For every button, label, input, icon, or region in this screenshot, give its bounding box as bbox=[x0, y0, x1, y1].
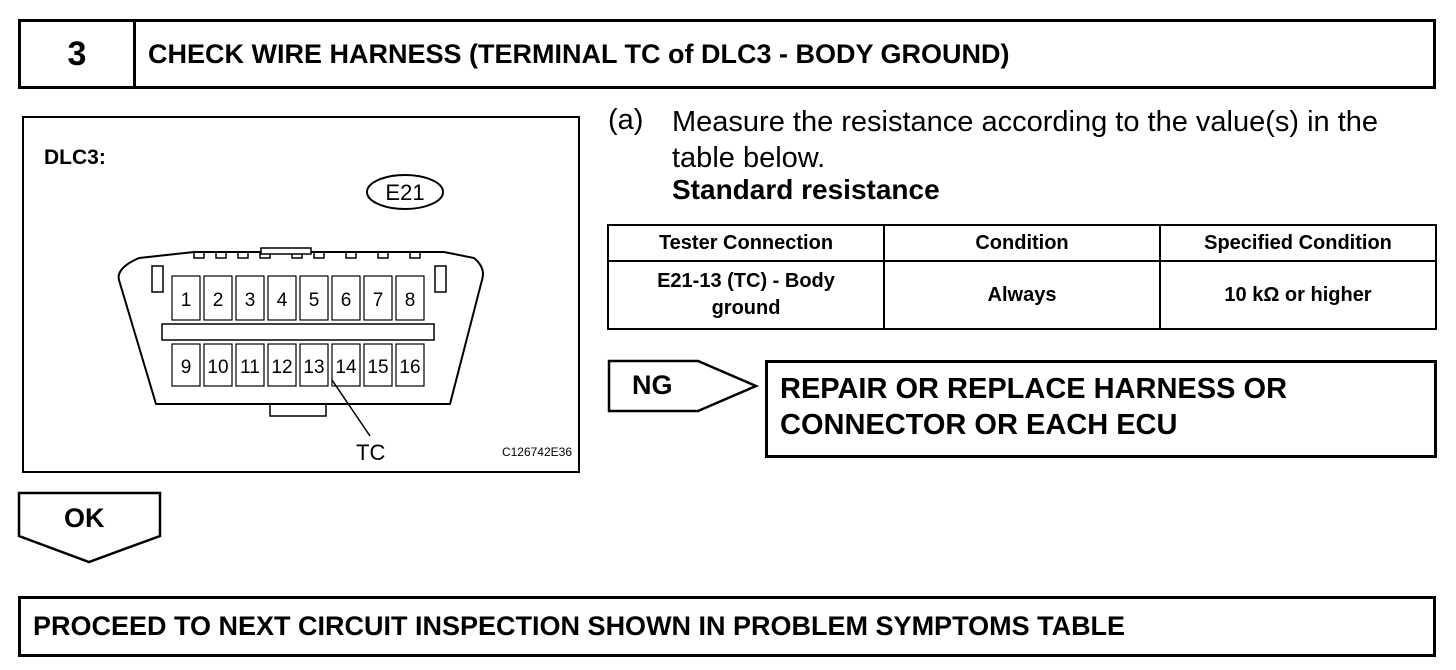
ng-result-line1: REPAIR OR REPLACE HARNESS OR bbox=[780, 373, 1288, 405]
top-pin-label: 3 bbox=[245, 290, 256, 311]
step-header: 3 CHECK WIRE HARNESS (TERMINAL TC of DLC… bbox=[18, 19, 1436, 89]
pin-cell bbox=[267, 275, 297, 321]
step-number: 3 bbox=[21, 22, 136, 86]
bottom-pin-label: 12 bbox=[271, 357, 292, 378]
table-header-row: Tester Connection Condition Specified Co… bbox=[607, 224, 1437, 262]
ng-label: NG bbox=[632, 370, 673, 400]
resistance-table: Tester Connection Condition Specified Co… bbox=[607, 224, 1437, 330]
pin-cell bbox=[331, 275, 361, 321]
connector-code: E21 bbox=[385, 180, 424, 205]
connector-outline bbox=[117, 251, 484, 405]
top-pin-label: 7 bbox=[373, 290, 384, 311]
figure-id: C126742E36 bbox=[502, 445, 572, 459]
step-title: CHECK WIRE HARNESS (TERMINAL TC of DLC3 … bbox=[148, 38, 1010, 69]
ng-arrow bbox=[607, 359, 760, 413]
cell-connection-line1: E21-13 (TC) - Body bbox=[657, 270, 835, 292]
header-tester-connection: Tester Connection bbox=[607, 224, 885, 262]
bottom-pin-label: 16 bbox=[399, 357, 420, 378]
ng-result-line2: CONNECTOR OR EACH ECU bbox=[780, 409, 1178, 441]
connector-code-oval bbox=[366, 174, 444, 210]
bottom-pin-label: 14 bbox=[335, 357, 357, 378]
pin-cell bbox=[395, 343, 425, 387]
header-specified-condition: Specified Condition bbox=[1159, 224, 1437, 262]
bottom-pin-label: 9 bbox=[181, 357, 192, 378]
pin-cell bbox=[203, 343, 233, 387]
bottom-pin-label: 13 bbox=[303, 357, 324, 378]
ng-result-box: REPAIR OR REPLACE HARNESS OR CONNECTOR O… bbox=[765, 360, 1437, 458]
pin-cell bbox=[235, 343, 265, 387]
tc-label: TC bbox=[356, 440, 385, 465]
bottom-clip bbox=[269, 403, 327, 417]
top-pin-label: 1 bbox=[181, 290, 192, 311]
header-condition: Condition bbox=[883, 224, 1161, 262]
tc-pointer-line bbox=[331, 379, 371, 437]
pin-cell bbox=[331, 343, 361, 387]
left-latch bbox=[151, 265, 164, 293]
connector-name: DLC3: bbox=[44, 146, 106, 169]
right-latch bbox=[434, 265, 447, 293]
bottom-pin-label: 10 bbox=[207, 357, 228, 378]
instruction-text: Measure the resistance according to the … bbox=[672, 106, 1379, 174]
connector-top-ridge bbox=[193, 252, 421, 259]
cell-condition: Always bbox=[883, 260, 1161, 330]
pin-row-separator bbox=[161, 323, 435, 341]
top-pin-label: 2 bbox=[213, 290, 224, 311]
pin-cell bbox=[171, 275, 201, 321]
pin-cell bbox=[171, 343, 201, 387]
pin-cell bbox=[363, 343, 393, 387]
connector-top-tab bbox=[260, 247, 312, 255]
pin-cell bbox=[299, 343, 329, 387]
pin-cell bbox=[299, 275, 329, 321]
pin-cell bbox=[395, 275, 425, 321]
cell-connection-line2: ground bbox=[711, 297, 781, 319]
pin-cell bbox=[235, 275, 265, 321]
instruction-marker: (a) bbox=[608, 104, 644, 136]
ok-arrow bbox=[17, 491, 162, 564]
ok-label: OK bbox=[64, 503, 105, 533]
top-pin-label: 6 bbox=[341, 290, 352, 311]
pin-cell bbox=[203, 275, 233, 321]
top-pin-label: 4 bbox=[277, 290, 288, 311]
bottom-pin-label: 15 bbox=[367, 357, 388, 378]
pin-cell bbox=[267, 343, 297, 387]
cell-specified-condition: 10 kΩ or higher bbox=[1159, 260, 1437, 330]
pin-cell bbox=[363, 275, 393, 321]
cell-tester-connection: E21-13 (TC) - Body ground bbox=[607, 260, 885, 330]
top-pin-label: 8 bbox=[405, 290, 416, 311]
table-row: E21-13 (TC) - Body ground Always 10 kΩ o… bbox=[607, 260, 1437, 330]
standard-resistance-heading: Standard resistance bbox=[672, 174, 940, 205]
bottom-pin-label: 11 bbox=[240, 357, 260, 378]
proceed-box: PROCEED TO NEXT CIRCUIT INSPECTION SHOWN… bbox=[18, 596, 1436, 657]
top-pin-label: 5 bbox=[309, 290, 320, 311]
